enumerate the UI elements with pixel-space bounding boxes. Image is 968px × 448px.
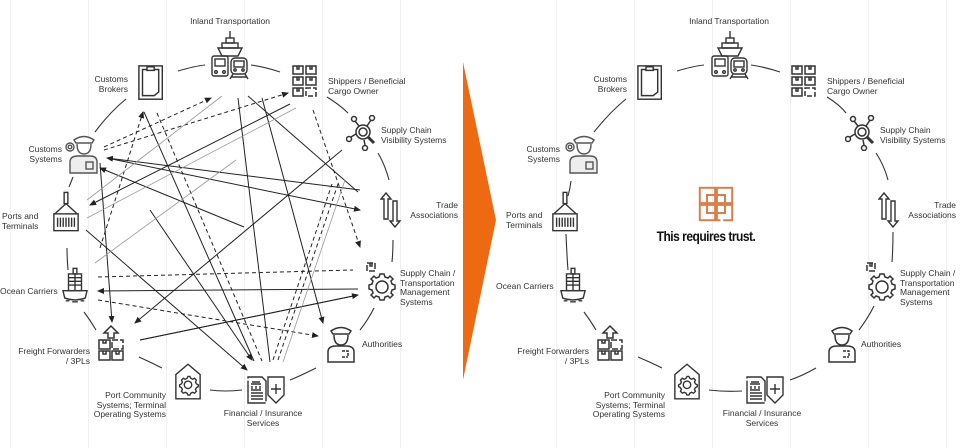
gridline <box>400 0 401 448</box>
document-icon <box>637 65 663 100</box>
boxes-upload-icon <box>597 325 623 361</box>
cargo-ship-icon <box>560 267 586 303</box>
trust-statement: This requires trust. <box>656 228 756 244</box>
node-label-financial: Financial / Insurance Services <box>722 408 802 428</box>
node-label-customs-brokers: Customs Brokers <box>94 74 128 94</box>
gear-box-icon <box>366 262 396 301</box>
gridline <box>868 0 869 448</box>
gridline <box>946 0 947 448</box>
officer-icon <box>327 326 355 363</box>
transition-arrow-icon <box>463 62 496 380</box>
node-label-authorities: Authorities <box>861 339 902 349</box>
node-label-port-community: Port Community Systems; Terminal Operati… <box>592 390 665 419</box>
node-label-shippers: Shippers / Beneficial Cargo Owner <box>827 76 905 96</box>
node-label-shippers: Shippers / Beneficial Cargo Owner <box>328 76 406 96</box>
connection-lines <box>85 95 361 371</box>
left-ring <box>66 64 394 392</box>
boxes-icon <box>292 65 317 97</box>
boxes-upload-icon <box>98 325 124 361</box>
node-label-sc-tms: Supply Chain / Transportation Management… <box>400 268 456 307</box>
node-label-inland-transportation: Inland Transportation <box>689 16 769 26</box>
ship-truck-train-icon <box>711 30 749 80</box>
node-label-ocean-carriers: Ocean Carriers <box>496 281 554 291</box>
node-label-trade-associations: Trade Associations <box>908 200 956 220</box>
gridline <box>166 0 167 448</box>
gear-house-icon <box>674 363 700 400</box>
left-panel <box>53 30 401 404</box>
node-label-port-community: Port Community Systems; Terminal Operati… <box>93 390 166 419</box>
cargo-ship-icon <box>62 267 88 303</box>
node-label-customs-systems: Customs Systems <box>526 144 560 164</box>
node-label-financial: Financial / Insurance Services <box>223 408 303 428</box>
right-panel <box>552 30 899 404</box>
officer-icon <box>828 326 856 363</box>
node-label-ports-terminals: Ports and Terminals <box>2 211 39 231</box>
bank-document-shield-icon <box>746 376 784 404</box>
magnifier-network-icon <box>845 115 875 151</box>
gridline <box>634 0 635 448</box>
node-label-sc-visibility: Supply Chain Visibility Systems <box>381 125 447 145</box>
gridline <box>322 0 323 448</box>
node-label-authorities: Authorities <box>362 339 403 349</box>
gridline <box>790 0 791 448</box>
officer-gear-icon <box>65 135 98 174</box>
node-label-trade-associations: Trade Associations <box>410 200 458 220</box>
gridline <box>244 0 245 448</box>
crane-container-icon <box>53 191 79 232</box>
node-label-ocean-carriers: Ocean Carriers <box>0 286 58 296</box>
node-label-ports-terminals: Ports and Terminals <box>506 210 543 230</box>
dashed-connection-lines <box>97 91 361 362</box>
right-ring <box>565 64 894 392</box>
node-label-customs-brokers: Customs Brokers <box>593 74 627 94</box>
ship-truck-train-icon <box>211 30 249 80</box>
document-icon <box>138 65 164 100</box>
gear-house-icon <box>175 363 201 400</box>
node-label-sc-visibility: Supply Chain Visibility Systems <box>880 125 946 145</box>
officer-gear-icon <box>565 135 598 174</box>
interlocked-squares-icon <box>698 186 734 222</box>
node-label-freight-forwarders: Freight Forwarders / 3PLs <box>517 346 589 366</box>
node-label-inland-transportation: Inland Transportation <box>190 16 270 26</box>
gridline <box>712 0 713 448</box>
up-down-arrows-icon <box>878 192 899 228</box>
up-down-arrows-icon <box>380 192 401 228</box>
bank-document-shield-icon <box>247 376 285 404</box>
gear-box-icon <box>866 262 896 301</box>
thin-connection-lines <box>86 95 346 363</box>
node-label-customs-systems: Customs Systems <box>28 144 62 164</box>
node-label-sc-tms: Supply Chain / Transportation Management… <box>900 268 956 307</box>
gridline <box>10 0 11 448</box>
crane-container-icon <box>552 191 578 232</box>
gridline <box>88 0 89 448</box>
magnifier-network-icon <box>346 115 376 151</box>
boxes-icon <box>791 65 816 97</box>
node-label-freight-forwarders: Freight Forwarders / 3PLs <box>18 346 90 366</box>
